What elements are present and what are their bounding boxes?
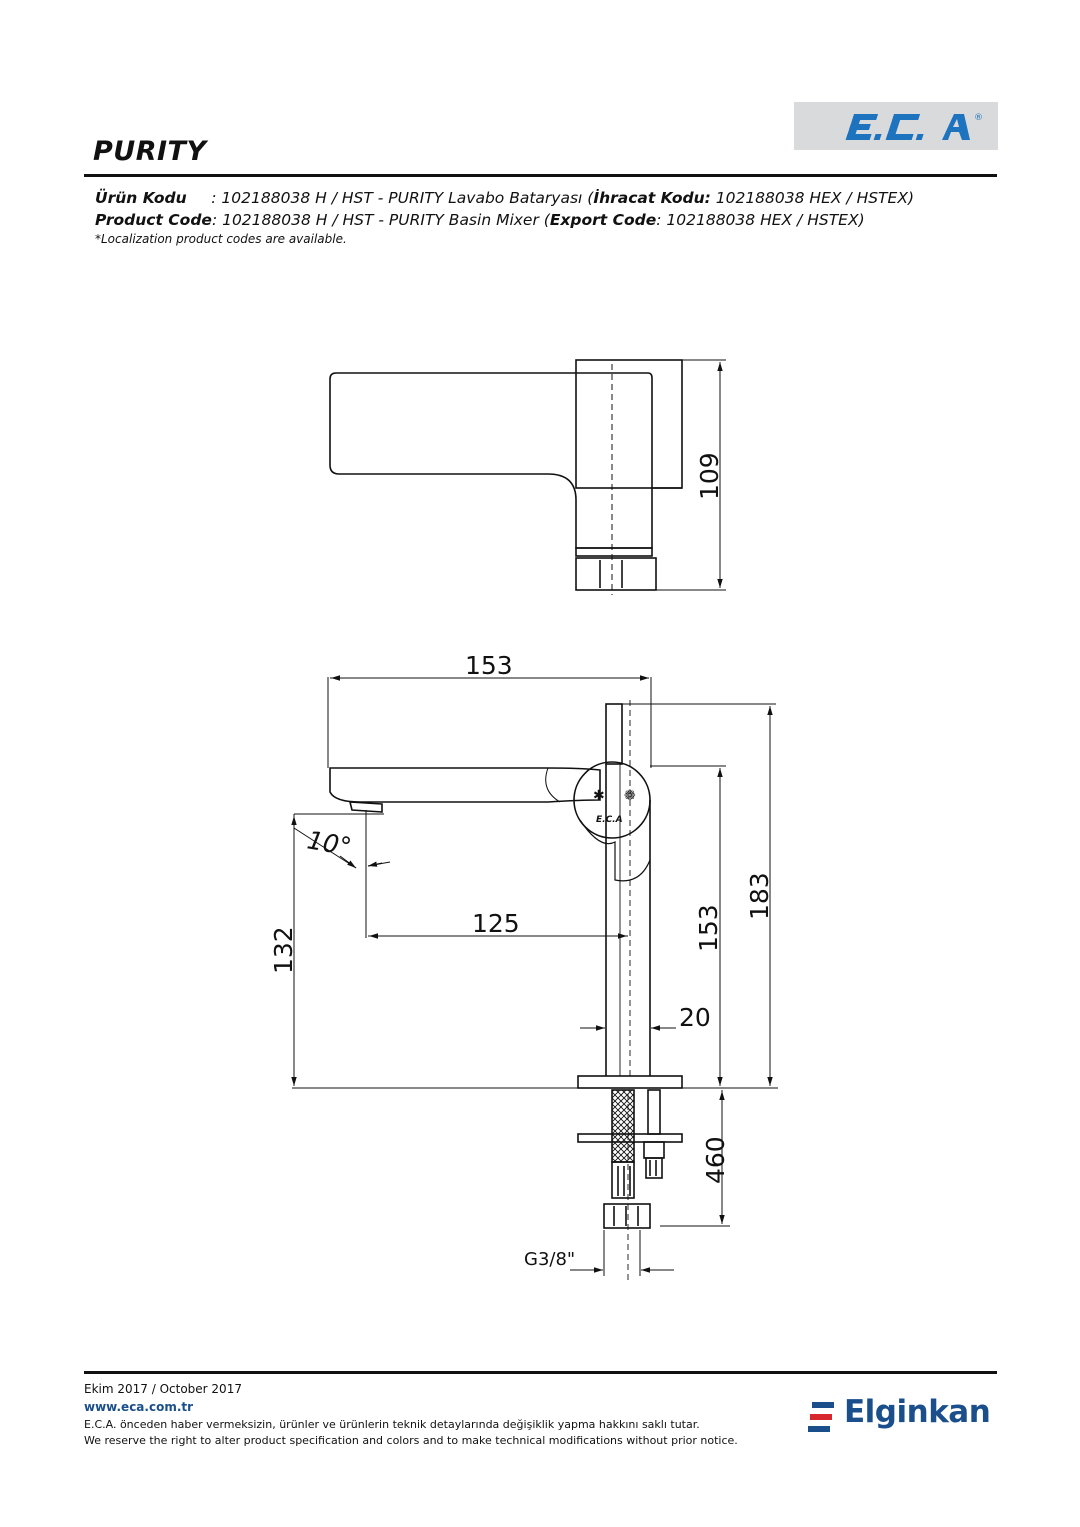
- dim-125: 125: [472, 909, 520, 938]
- eca-logo-mark: ®: [845, 113, 983, 140]
- footer-divider: [84, 1371, 997, 1374]
- elginkan-wordmark: Elginkan: [844, 1394, 991, 1430]
- dim-g3-8: G3/8": [524, 1249, 575, 1270]
- footer-disclaimer-tr: E.C.A. önceden haber vermeksizin, ürünle…: [84, 1418, 700, 1431]
- en-export-label: Export Code: [549, 211, 657, 229]
- dim-132: 132: [269, 926, 298, 974]
- tr-export-value: 102188038 HEX / HSTEX): [710, 189, 914, 207]
- footer-website-link[interactable]: www.eca.com.tr: [84, 1400, 194, 1414]
- dim-109: 109: [695, 452, 724, 500]
- elginkan-logo: Elginkan: [808, 1394, 998, 1444]
- dim-153-length: 153: [465, 651, 513, 680]
- product-title: PURITY: [93, 136, 207, 167]
- header-divider: [84, 174, 997, 177]
- svg-text:®: ®: [974, 113, 983, 123]
- svg-text:✱: ✱: [593, 788, 605, 804]
- svg-text:E.C.A: E.C.A: [596, 815, 623, 825]
- footer-disclaimer-en: We reserve the right to alter product sp…: [84, 1434, 738, 1447]
- dim-460: 460: [701, 1136, 730, 1184]
- dim-183: 183: [745, 872, 774, 920]
- front-view: ✱ ❁ E.C.A: [292, 677, 778, 1280]
- eca-logo: ®: [794, 102, 998, 150]
- svg-text:❁: ❁: [624, 788, 636, 804]
- tr-code-label: Ürün Kodu: [95, 189, 187, 207]
- dim-10-degree: 10°: [305, 825, 354, 861]
- en-export-value: : 102188038 HEX / HSTEX): [656, 211, 865, 229]
- en-code-value: : 102188038 H / HST - PURITY Basin Mixer…: [211, 211, 550, 229]
- tr-export-label: İhracat Kodu:: [593, 189, 711, 207]
- footer-date: Ekim 2017 / October 2017: [84, 1382, 242, 1396]
- turkish-product-code: Ürün Kodu : 102188038 H / HST - PURITY L…: [95, 189, 914, 207]
- dim-20: 20: [679, 1003, 711, 1032]
- elginkan-mark-icon: [808, 1402, 834, 1432]
- top-view: [329, 359, 726, 595]
- tr-code-value: : 102188038 H / HST - PURITY Lavabo Bata…: [186, 189, 594, 207]
- english-product-code: Product Code: 102188038 H / HST - PURITY…: [95, 211, 865, 229]
- dim-153-height: 153: [694, 904, 723, 952]
- en-code-label: Product Code: [95, 211, 212, 229]
- localization-note: *Localization product codes are availabl…: [95, 232, 347, 246]
